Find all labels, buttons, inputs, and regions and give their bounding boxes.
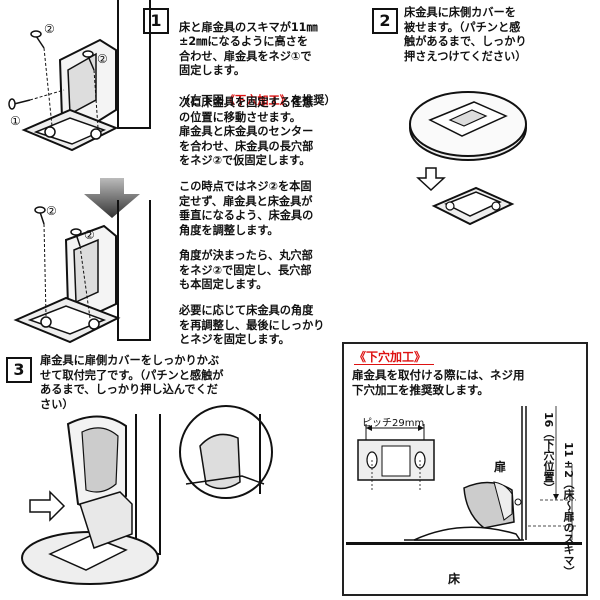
step-1-number: 1 [143, 8, 169, 34]
step-1-illustration-bottom [13, 200, 151, 344]
drill-panel-description: 扉金具を取付ける際には、ネジ用 下穴加工を推奨致します。 [352, 368, 525, 397]
step-1-marker-2b: ② [97, 52, 108, 66]
step-1-red-reference: 《下穴加工》 [223, 93, 291, 107]
drill-hole-panel: 《下穴加工》 扉金具を取付ける際には、ネジ用 下穴加工を推奨致します。 ピッチ2… [342, 342, 588, 596]
door-label: 扉 [494, 460, 507, 474]
step-1-illustration-top [8, 0, 151, 152]
dimension-16-label: 16（下穴位置） [542, 412, 555, 494]
step-1-paragraph-3: この時点ではネジ②を本固 定せず、扉金具と床金具が 垂直になるよう、床金具の 角… [179, 180, 314, 237]
floor-label: 床 [448, 572, 461, 586]
step-1-paragraph-2: 次に床金具を固定する任意 の位置に移動させます。 扉金具と床金具のセンター を合… [179, 96, 314, 168]
step-3-text: 扉金具に扉側カバーをしっかりかぶ せて取付完了です。（パチンと感触が あるまで、… [40, 354, 224, 411]
dimension-11-label: 11±2（床〜扉のスキマ） [562, 442, 575, 577]
drill-panel-title-underline [354, 364, 434, 365]
step-2-number: 2 [372, 8, 398, 34]
drill-diagram [346, 406, 582, 545]
step-1-paragraph-4: 角度が決まったら、丸穴部 をネジ②で固定し、長穴部 も本固定します。 [179, 249, 313, 292]
step-2-illustration [409, 91, 527, 226]
step-1-text-1-open: （右下図 [179, 93, 224, 107]
step-3-illustration [21, 405, 273, 585]
step-1-paragraph-1: 床と扉金具のスキマが11㎜ ±2㎜になるように高さを 合わせ、扉金具をネジ①で … [179, 6, 369, 108]
drill-panel-title: 《下穴加工》 [354, 350, 427, 364]
step-1-marker-2c: ② [46, 204, 57, 218]
step-1-marker-2a: ② [44, 22, 55, 36]
step-1-text-1-close: を推奨） [290, 93, 336, 107]
step-3-number: 3 [6, 357, 32, 383]
step-1-text-1: 床と扉金具のスキマが11㎜ ±2㎜になるように高さを 合わせ、扉金具をネジ①で … [179, 20, 318, 78]
step-2-text: 床金具に床側カバーを 被せます。（パチンと感 触があるまで、しっかり 押さえつけ… [404, 6, 527, 63]
step-1-paragraph-5: 必要に応じて床金具の角度 を再調整し、最後にしっかり とネジを固定します。 [179, 304, 325, 347]
step-1-marker-2d: ② [84, 228, 95, 242]
pitch-label: ピッチ29mm [362, 418, 425, 429]
down-arrow-icon [84, 178, 140, 218]
step-1-marker-1: ① [10, 114, 21, 128]
